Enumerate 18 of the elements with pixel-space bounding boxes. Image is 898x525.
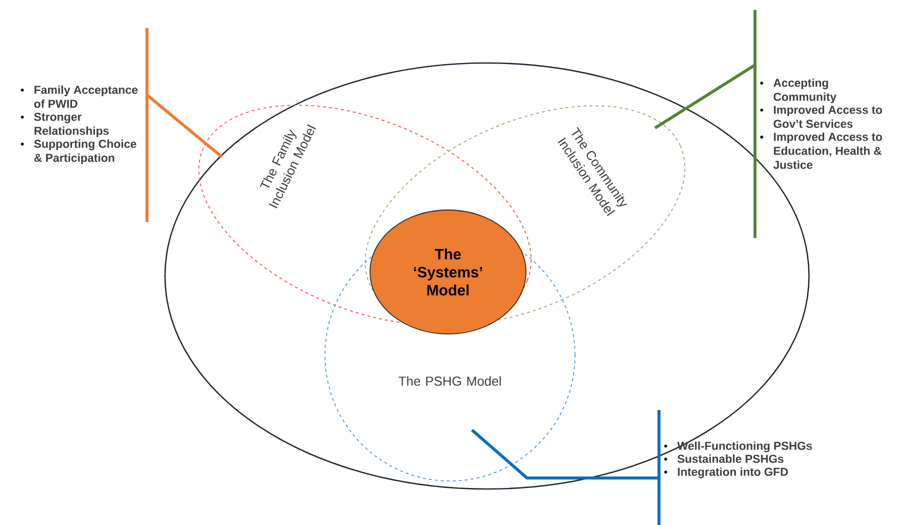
bullet-item: Stronger Relationships (34, 112, 109, 138)
leader-line (471, 428, 659, 480)
bullet-list (664, 441, 812, 478)
bullet-item: Family Acceptance of PWID (34, 85, 138, 108)
bullet-item: Improved Access to Education, Health & Justice (773, 132, 882, 169)
leader-line (654, 64, 756, 130)
bullet-item: Well-Functioning PSHGs (677, 441, 812, 452)
node-label: The ‘Systems’ Model (414, 248, 482, 296)
center-circle (370, 210, 526, 334)
bullet-item: Sustainable PSHGs (678, 454, 784, 463)
leader-line (146, 94, 223, 158)
bullet-list (20, 85, 138, 164)
ellipse-label: The PSHG Model (398, 376, 501, 386)
bullet-item: Integration into GFD (678, 467, 788, 478)
bullet-list (760, 78, 882, 169)
bullet-item: Improved Access to Gov’t Services (774, 105, 882, 128)
bullet-item: Supporting Choice & Participation (34, 139, 136, 164)
bullet-item: Accepting Community (773, 78, 836, 104)
